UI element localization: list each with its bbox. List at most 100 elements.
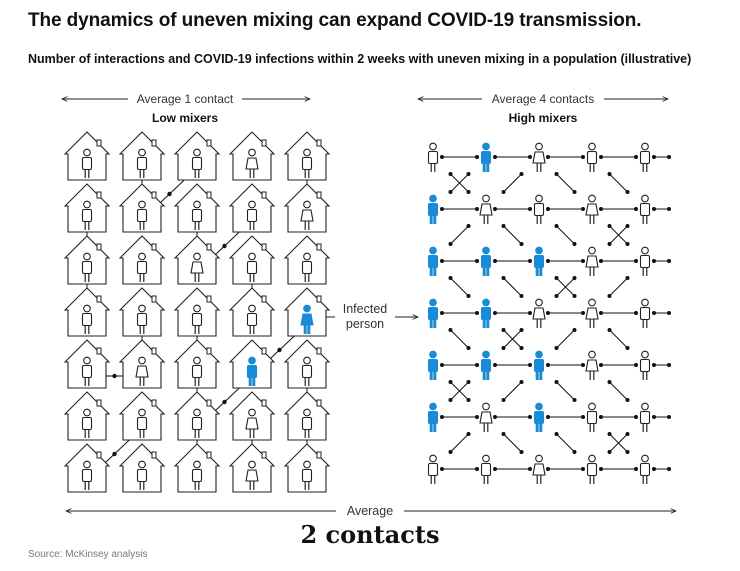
low-mixer-house [283, 391, 331, 441]
low-mixer-house [283, 235, 331, 285]
low-mixer-house [228, 287, 276, 337]
low-mixer-house [173, 443, 221, 493]
high-contact-link [554, 328, 577, 350]
low-mixers-grid [63, 131, 331, 493]
high-contact-link [599, 207, 638, 211]
high-contact-link [652, 363, 671, 367]
person [245, 408, 259, 438]
high-contact-link [554, 224, 577, 246]
low-mixer-house [173, 131, 221, 181]
person [300, 200, 314, 230]
high-contact-link [493, 155, 532, 159]
infected-person [480, 142, 492, 172]
high-contact-link [546, 311, 585, 315]
high-contact-link [448, 328, 471, 350]
high-contact-link [448, 172, 471, 194]
high-contact-link [546, 363, 585, 367]
person [585, 298, 599, 328]
high-contact-link [440, 311, 479, 315]
person [81, 148, 93, 178]
right-range-label: Average 4 contacts [492, 92, 595, 106]
high-contact-link [501, 224, 524, 246]
low-mixer-house [228, 131, 276, 181]
high-contact-link [546, 207, 585, 211]
left-group-label: Low mixers [152, 111, 218, 125]
low-mixer-house [173, 235, 221, 285]
low-mixer-house [173, 339, 221, 389]
low-mixer-house [173, 391, 221, 441]
person [585, 246, 599, 276]
high-contact-link [493, 467, 532, 471]
person [190, 252, 204, 282]
high-contact-link [599, 363, 638, 367]
person [533, 194, 545, 224]
person [532, 142, 546, 172]
person [586, 142, 598, 172]
high-contact-link [607, 172, 630, 194]
person [81, 408, 93, 438]
low-mixer-house [63, 287, 111, 337]
high-contact-link [493, 207, 532, 211]
high-contact-link [652, 415, 671, 419]
infected-person [427, 298, 439, 328]
high-contact-link [440, 155, 479, 159]
low-mixer-house [118, 287, 166, 337]
high-contact-link [554, 380, 577, 402]
low-mixer-house [118, 235, 166, 285]
high-contact-link [493, 415, 532, 419]
person [136, 408, 148, 438]
person [301, 460, 313, 490]
low-mixer-house [228, 183, 276, 233]
low-mixer-house [63, 131, 111, 181]
low-mixer-house [63, 339, 111, 389]
infected-person [480, 350, 492, 380]
person [639, 402, 651, 432]
low-mixer-house [228, 235, 276, 285]
low-mixer-house [283, 339, 331, 389]
person [245, 148, 259, 178]
high-contact-link [554, 276, 577, 298]
person [532, 298, 546, 328]
person [81, 252, 93, 282]
right-group-label: High mixers [509, 111, 578, 125]
high-mixers-grid [427, 142, 671, 484]
person [586, 454, 598, 484]
high-contact-link [607, 432, 630, 454]
page-title: The dynamics of uneven mixing can expand… [28, 10, 642, 31]
page-subtitle: Number of interactions and COVID-19 infe… [28, 52, 692, 66]
person [301, 252, 313, 282]
high-contact-link [607, 380, 630, 402]
person [81, 200, 93, 230]
person [301, 356, 313, 386]
high-contact-link [599, 311, 638, 315]
person [135, 356, 149, 386]
person [585, 350, 599, 380]
person [480, 454, 492, 484]
low-mixer-house [63, 183, 111, 233]
person [639, 454, 651, 484]
person [246, 304, 258, 334]
person [136, 252, 148, 282]
person [639, 298, 651, 328]
person [479, 402, 493, 432]
bottom-range-label: Average [347, 504, 393, 518]
person [639, 194, 651, 224]
person [136, 460, 148, 490]
low-mixer-house [283, 131, 331, 181]
high-contact-link [652, 155, 671, 159]
high-contact-link [448, 276, 471, 298]
low-mixer-house [118, 443, 166, 493]
average-contacts-value: 2 contacts [300, 520, 440, 549]
person [586, 402, 598, 432]
high-contact-link [501, 380, 524, 402]
high-contact-link [493, 311, 532, 315]
low-mixer-house [228, 339, 276, 389]
low-mixer-house [283, 287, 331, 337]
high-contact-link [652, 207, 671, 211]
person [245, 460, 259, 490]
high-contact-link [501, 328, 524, 350]
high-contact-link [440, 259, 479, 263]
person [81, 460, 93, 490]
low-mixer-house [118, 131, 166, 181]
